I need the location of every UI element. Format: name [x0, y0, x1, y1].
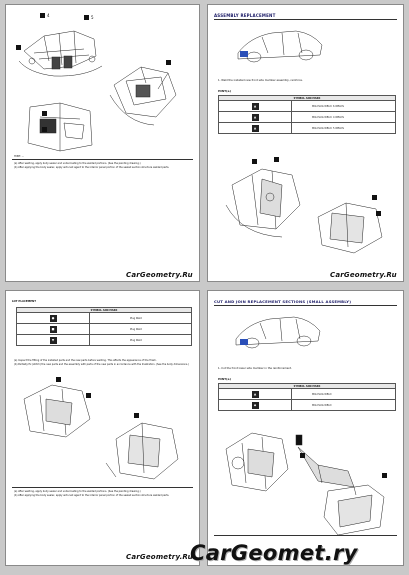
weld-triangle-icon: ▲	[251, 390, 259, 398]
table-row: ■ Plug Weld	[16, 323, 192, 335]
weld-symbol-table: SYMBOL AND MARK ▲MIG PLUG WELD: 6 WELDS …	[218, 95, 396, 134]
table-row: ● Plug Weld	[16, 312, 192, 324]
weld-triangle-icon: ▲	[251, 124, 259, 132]
engine-bay-illustration-right	[109, 60, 177, 126]
front-member-illustration	[225, 157, 301, 238]
engine-bay-illustration-top: 4 5	[16, 13, 103, 77]
weld-symbol-table: SYMBOL AND MARK ▲MIG PLUG WELD ◆MIG PLUG…	[218, 383, 396, 411]
table-row: ▲ MIG PLUG WELD: 6 WELDS	[218, 100, 396, 112]
manual-page-3: LOT PLACEMENT SYMBOL AND MARK ●Plug Weld…	[5, 290, 200, 566]
page3-note-b: (b) Partially fix (stitch) the new parts…	[14, 363, 189, 366]
table-row: ▲ MIG PLUG WELD: 5 WELDS	[218, 122, 396, 134]
watermark-large: CarGeomet.ry	[190, 541, 358, 565]
side-member-illustration	[27, 102, 93, 152]
page1-footnote-b: (b) After applying the body sealer, appl…	[14, 166, 170, 169]
table-cell: MIG PLUG WELD	[291, 399, 396, 411]
title-underline	[214, 305, 397, 306]
replacement-member-illustration	[295, 434, 387, 536]
plug-weld-triangle-icon: ▼	[49, 336, 57, 344]
title-underline	[214, 19, 397, 20]
table-cell: Plug Weld	[89, 334, 192, 346]
plug-weld-symbol-table: SYMBOL AND MARK ●Plug Weld ■Plug Weld ▼P…	[16, 307, 192, 346]
manual-page-4: CUT AND JOIN REPLACEMENT SECTIONS (SMALL…	[207, 290, 404, 566]
member-stitch-illustration	[23, 377, 91, 438]
table-row: ▼ Plug Weld	[16, 334, 192, 346]
page4-title: CUT AND JOIN REPLACEMENT SECTIONS (SMALL…	[214, 299, 352, 304]
plug-weld-square-icon: ■	[49, 325, 57, 333]
watermark: CarGeometry.Ru	[330, 271, 397, 279]
front-member-detail-illustration	[317, 195, 383, 254]
car-body-illustration	[237, 30, 323, 63]
page3-title: LOT PLACEMENT	[12, 300, 36, 303]
page1-footnote-a: (a) After welding, apply body sealer and…	[14, 162, 141, 165]
table-cell: Plug Weld	[89, 312, 192, 324]
weld-triangle-icon: ▲	[251, 113, 259, 121]
page2-step: 1. Weld the installed new front side mem…	[218, 79, 303, 82]
table-cell: MIG PLUG WELD	[291, 388, 396, 400]
watermark: CarGeometry.Ru	[126, 553, 193, 561]
table-row: ▲ MIG PLUG WELD	[218, 388, 396, 400]
watermark: CarGeometry.Ru	[126, 271, 193, 279]
weld-diamond-icon: ◆	[251, 401, 259, 409]
member-section-illustration	[105, 413, 179, 480]
divider	[214, 535, 397, 536]
table-cell: MIG PLUG WELD: 5 WELDS	[291, 122, 396, 134]
manual-page-1: 4 5 HINT: ... (a) After welding, apply b…	[5, 4, 200, 282]
svg-text:4: 4	[47, 13, 50, 18]
svg-text:5: 5	[91, 15, 94, 20]
car-body-illustration	[235, 316, 321, 349]
page3-note-a: (a) Inspect the fitting of the installed…	[14, 359, 157, 362]
page1-hint-label: HINT: ...	[14, 155, 25, 158]
page4-hint: HINT(a)	[218, 377, 231, 381]
page2-hint: HINT(a)	[218, 89, 231, 93]
table-cell: MIG PLUG WELD: 4 WELDS	[291, 111, 396, 123]
table-cell: MIG PLUG WELD: 6 WELDS	[291, 100, 396, 112]
divider	[12, 487, 193, 488]
page4-step: 1. Cut the front lower side member in th…	[218, 367, 292, 370]
table-row: ▲ MIG PLUG WELD: 4 WELDS	[218, 111, 396, 123]
table-row: ◆ MIG PLUG WELD	[218, 399, 396, 411]
manual-page-2: ASSEMBLY REPLACEMENT 1. Weld the install…	[207, 4, 404, 282]
divider	[12, 159, 193, 160]
plug-weld-circle-icon: ●	[49, 314, 57, 322]
table-cell: Plug Weld	[89, 323, 192, 335]
page3-footnote-a: (a) After welding, apply body sealer and…	[14, 490, 141, 493]
page3-footnote-b: (b) After applying the body sealer, appl…	[14, 494, 170, 497]
page2-title: ASSEMBLY REPLACEMENT	[214, 13, 276, 18]
engine-bay-section-illustration	[225, 432, 289, 492]
weld-triangle-icon: ▲	[251, 102, 259, 110]
